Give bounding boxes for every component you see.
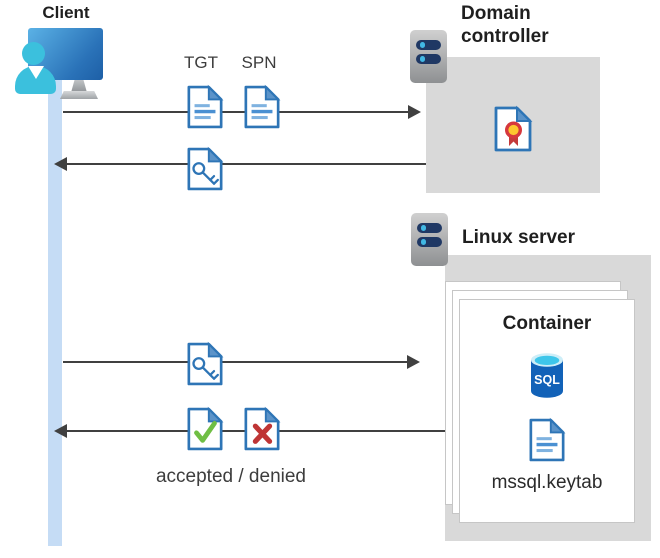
arrowhead-right-icon: [408, 105, 421, 119]
certificate-document-icon: [493, 105, 533, 153]
arrow-client-to-linux: [63, 355, 420, 369]
arrowhead-right-icon: [407, 355, 420, 369]
accepted-denied-label: accepted / denied: [155, 466, 306, 487]
tgt-document-icon: [186, 84, 224, 130]
client-lifeline: [48, 76, 62, 546]
arrowhead-left-icon: [54, 157, 67, 171]
server-led-icon: [419, 42, 425, 48]
key-ticket-document-icon: [186, 146, 224, 192]
sql-icon-label: SQL: [534, 373, 560, 387]
accepted-document-icon: [186, 406, 224, 452]
arrowhead-left-icon: [54, 424, 67, 438]
spn-label: SPN: [241, 53, 277, 72]
sql-database-icon: SQL: [527, 351, 567, 399]
domain-controller-title: Domain controller: [461, 3, 549, 48]
server-bar: [417, 223, 442, 233]
server-led-icon: [420, 239, 426, 245]
server-bar: [417, 237, 442, 247]
person-collar: [28, 66, 44, 79]
server-bar: [416, 54, 441, 64]
linux-server-title: Linux server: [462, 227, 575, 248]
server-bar: [416, 40, 441, 50]
monitor-stand-neck: [70, 80, 88, 93]
spn-document-icon: [243, 84, 281, 130]
denied-document-icon: [243, 406, 281, 452]
monitor-stand-base: [60, 91, 98, 99]
keytab-filename-label: mssql.keytab: [491, 472, 603, 493]
domain-controller-server-icon: [410, 30, 447, 83]
person-head-icon: [22, 42, 45, 65]
container-title: Container: [502, 313, 592, 334]
linux-server-icon: [411, 213, 448, 266]
keytab-document-icon: [528, 417, 566, 463]
arrow-client-to-dc: [63, 105, 421, 119]
client-title: Client: [42, 3, 90, 22]
tgt-label: TGT: [184, 53, 218, 72]
key-ticket-document-icon: [186, 341, 224, 387]
server-led-icon: [420, 225, 426, 231]
arrow-dc-to-client: [54, 157, 426, 171]
container-card-front: Container SQL mssql.keytab: [459, 299, 635, 523]
server-led-icon: [419, 56, 425, 62]
